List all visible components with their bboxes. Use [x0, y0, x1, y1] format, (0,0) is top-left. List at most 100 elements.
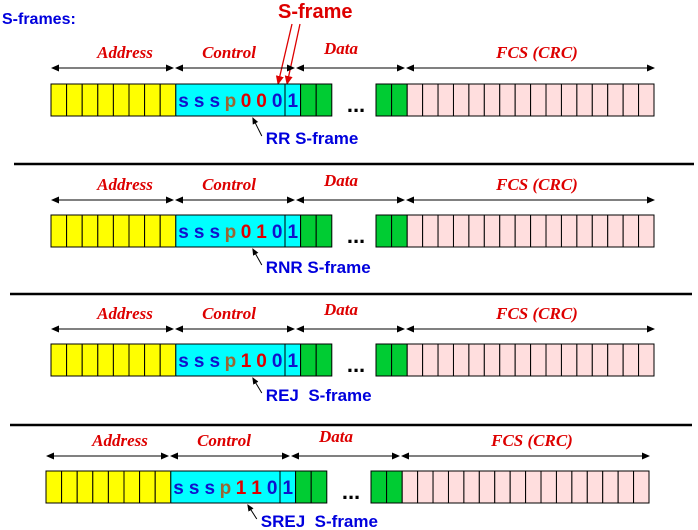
fcs-bit-cell — [452, 83, 470, 117]
control-bit-4: p — [225, 351, 237, 372]
address-bit-cell — [66, 214, 83, 248]
address-bit-cell — [50, 83, 68, 117]
control-label: Control — [202, 175, 256, 194]
control-bit-1: s — [178, 351, 189, 372]
control-bit-6: 0 — [256, 91, 267, 112]
fcs-bit-cell — [530, 343, 547, 377]
data-ellipsis: ... — [342, 479, 360, 504]
address-bit-cell — [66, 343, 83, 377]
fcs-bit-cell — [406, 343, 424, 377]
control-bit-7: 0 — [272, 91, 283, 112]
address-bit-cell — [139, 470, 156, 504]
fcs-bit-cell — [591, 83, 609, 117]
data-ellipsis: ... — [347, 223, 365, 248]
fcs-bit-cell — [571, 470, 588, 504]
address-bit-cell — [92, 470, 109, 504]
fcs-bit-cell — [514, 214, 532, 248]
caption-pointer-arrow — [252, 377, 263, 394]
fcs-bit-cell — [560, 343, 578, 377]
address-bit-cell — [97, 214, 114, 248]
fcs-bit-cell — [622, 343, 640, 377]
control-bit-7: 0 — [267, 478, 278, 499]
control-label: Control — [202, 43, 256, 62]
fcs-bit-cell — [591, 343, 609, 377]
data-bit-cell — [370, 470, 388, 504]
control-bit-1: s — [178, 91, 189, 112]
data-bit-cell — [375, 83, 393, 117]
fcs-bit-cell — [530, 83, 547, 117]
address-bit-cell — [112, 214, 130, 248]
fcs-bit-cell — [525, 470, 542, 504]
data-label: Data — [318, 427, 354, 446]
control-bit-2: s — [189, 478, 200, 499]
fcs-bit-cell — [560, 83, 578, 117]
data-bit-cell — [300, 83, 317, 117]
control-bit-4: p — [225, 91, 237, 112]
data-bit-cell — [375, 343, 393, 377]
fcs-bit-cell — [483, 343, 501, 377]
address-bit-cell — [107, 470, 125, 504]
fcs-bit-cell — [437, 214, 454, 248]
fcs-bit-cell — [483, 83, 501, 117]
fcs-bit-cell — [406, 214, 424, 248]
address-bit-cell — [112, 343, 130, 377]
data-bit-cell — [391, 214, 408, 248]
callout-arrow-left — [275, 23, 293, 85]
data-bit-cell — [391, 343, 408, 377]
address-bit-cell — [159, 83, 177, 117]
fcs-label: FCS (CRC) — [490, 431, 573, 450]
control-bit-2: s — [194, 222, 205, 243]
fcs-bit-cell — [638, 214, 655, 248]
control-bit-5: 1 — [241, 351, 252, 372]
frame-type-caption: RNR S-frame — [266, 258, 371, 277]
control-bit-8: 1 — [288, 91, 299, 112]
address-label: Address — [91, 431, 148, 450]
control-bit-7: 0 — [272, 351, 283, 372]
control-bit-2: s — [194, 351, 205, 372]
control-bit-5: 0 — [241, 222, 252, 243]
caption-pointer-arrow — [252, 117, 263, 137]
control-bit-7: 0 — [272, 222, 283, 243]
address-bit-cell — [50, 214, 68, 248]
address-label: Address — [96, 175, 153, 194]
address-bit-cell — [45, 470, 63, 504]
control-bit-6: 0 — [256, 351, 267, 372]
fcs-bit-cell — [437, 343, 454, 377]
control-bit-3: s — [210, 222, 221, 243]
data-bit-cell — [315, 343, 333, 377]
fcs-bit-cell — [591, 214, 609, 248]
fcs-bit-cell — [576, 214, 593, 248]
control-bit-3: s — [205, 478, 216, 499]
fcs-bit-cell — [509, 470, 527, 504]
fcs-label: FCS (CRC) — [495, 304, 578, 323]
fcs-bit-cell — [494, 470, 511, 504]
address-label: Address — [96, 43, 153, 62]
control-bit-6: 1 — [256, 222, 267, 243]
control-bit-5: 0 — [241, 91, 252, 112]
control-bit-3: s — [210, 91, 221, 112]
address-bit-cell — [159, 214, 177, 248]
fcs-bit-cell — [432, 470, 449, 504]
control-bit-4: p — [220, 478, 232, 499]
fcs-bit-cell — [622, 83, 640, 117]
fcs-bit-cell — [422, 214, 439, 248]
fcs-bit-cell — [499, 214, 516, 248]
frame-type-caption: SREJ S-frame — [261, 512, 378, 530]
fcs-bit-cell — [545, 214, 562, 248]
data-label: Data — [323, 39, 359, 58]
address-bit-cell — [81, 214, 99, 248]
control-label: Control — [197, 431, 251, 450]
control-bit-1: s — [178, 222, 189, 243]
fcs-bit-cell — [530, 214, 547, 248]
data-bit-cell — [295, 470, 312, 504]
frame-type-caption: REJ S-frame — [266, 386, 372, 405]
address-bit-cell — [154, 470, 172, 504]
fcs-bit-cell — [602, 470, 619, 504]
control-bit-8: 1 — [288, 351, 299, 372]
fcs-bit-cell — [617, 470, 635, 504]
fcs-bit-cell — [607, 214, 624, 248]
address-bit-cell — [144, 83, 161, 117]
